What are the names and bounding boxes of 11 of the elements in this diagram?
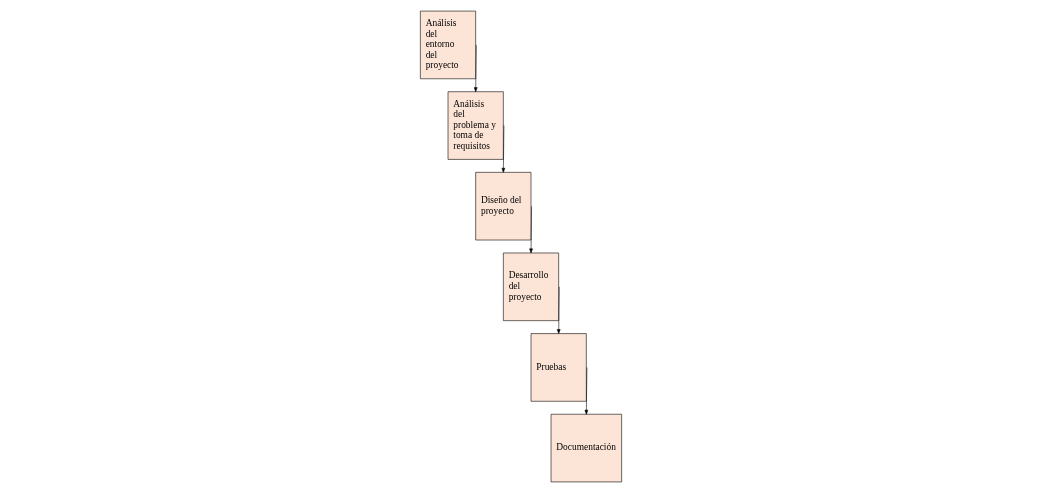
arrow xyxy=(584,367,589,415)
arrow xyxy=(529,205,533,254)
arrow xyxy=(501,125,506,173)
node-box: Diseño del proyecto xyxy=(475,172,532,241)
node-box: Pruebas xyxy=(530,333,587,402)
arrow xyxy=(474,44,478,92)
node-box: Desarrollo del proyecto xyxy=(503,252,559,321)
node-box: Análisis del entorno del proyecto xyxy=(420,10,476,80)
node-box: Documentación xyxy=(550,413,622,483)
node-box: Análisis del problema y toma de requisitos xyxy=(447,91,504,160)
arrow xyxy=(557,286,561,334)
